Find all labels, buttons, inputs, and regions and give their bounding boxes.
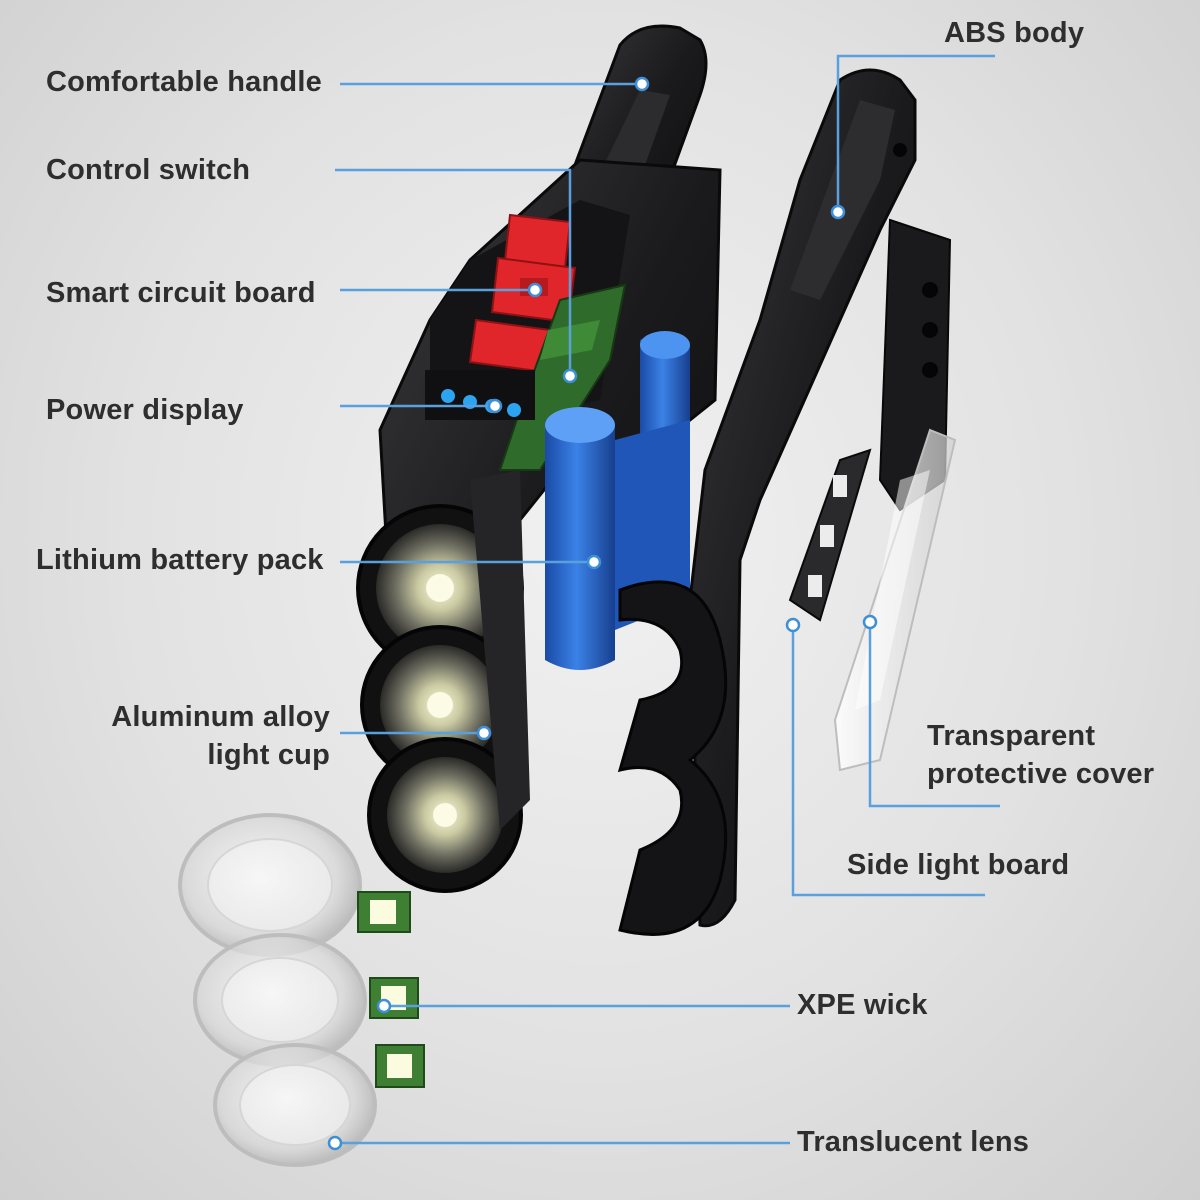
light-cups-shape [356, 470, 530, 893]
label-control-switch: Control switch [46, 154, 251, 186]
label-abs-body: ABS body [944, 17, 1085, 49]
leader-lines [335, 54, 1000, 1145]
label-transparent-cover-line1: Transparent [927, 720, 1096, 752]
leader-side-light-board [791, 625, 985, 897]
leader-abs-body [836, 54, 995, 212]
side-light-board-shape [788, 448, 872, 622]
label-power-display: Power display [46, 394, 244, 426]
translucent-lenses-shape [178, 813, 377, 1167]
transparent-cover-shape [833, 428, 957, 772]
leader-endpoints [327, 76, 878, 1151]
xpe-wicks-shape [357, 891, 425, 1088]
label-aluminum-alloy-line2: light cup [207, 739, 330, 771]
label-smart-circuit-board: Smart circuit board [46, 277, 316, 309]
power-display-dots [425, 370, 535, 420]
battery-pack-shape [545, 331, 690, 670]
control-switch-shape [468, 213, 577, 374]
label-lithium-battery-pack: Lithium battery pack [36, 544, 324, 576]
label-translucent-lens: Translucent lens [797, 1126, 1030, 1158]
leader-transparent-cover [868, 622, 1000, 808]
label-xpe-wick: XPE wick [797, 989, 928, 1021]
right-ring-frame [617, 580, 728, 936]
label-comfortable-handle: Comfortable handle [46, 66, 322, 98]
label-aluminum-alloy-line1: Aluminum alloy [111, 701, 330, 733]
label-side-light-board: Side light board [847, 849, 1070, 881]
label-transparent-protective-cover: Transparent protective cover [927, 717, 1154, 793]
label-transparent-cover-line2: protective cover [927, 758, 1155, 790]
label-aluminum-alloy-light-cup: Aluminum alloy light cup [90, 698, 330, 774]
leader-control-switch [335, 168, 572, 376]
